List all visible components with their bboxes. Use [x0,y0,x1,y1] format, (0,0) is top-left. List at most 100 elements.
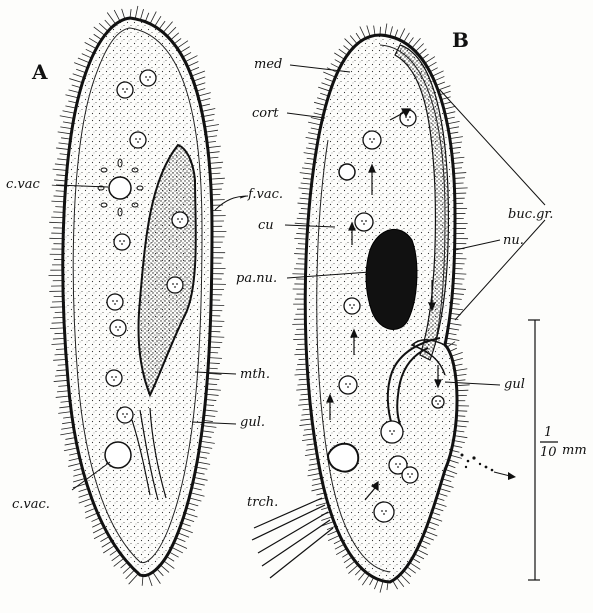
vacuole-granule [395,463,397,465]
cilium [176,538,185,542]
cilium [303,434,314,436]
cilium [425,531,437,536]
trichocysts-b [252,498,333,578]
label-nucleus: nu. [503,234,524,247]
cilium [415,43,423,51]
cilium [53,359,66,360]
vacuole-granule [149,76,151,78]
cilium [85,513,97,518]
food-vacuole [402,467,418,483]
cilium [444,106,456,109]
food-vacuole [130,132,146,148]
food-vacuole [344,298,360,314]
cilium [328,535,339,540]
cilium [85,42,97,48]
cilium [163,22,172,33]
cilium [336,549,346,555]
vacuole-granule [124,416,126,418]
cilium [454,173,467,174]
cilium [321,83,331,87]
cilium [308,468,319,470]
cilium [54,196,65,197]
cilium [452,293,464,294]
cilium [207,379,219,380]
cilium [61,427,73,429]
cilium [350,36,357,44]
vacuole-granule [369,138,371,140]
vacuole-granule [111,376,113,378]
cilium [73,473,83,476]
cilium [434,76,444,80]
cilium [191,493,205,497]
cilium [306,148,316,150]
label-cuticle: cu [258,219,274,232]
cilium [50,328,64,329]
cilium [54,380,68,381]
cilium [126,570,135,579]
cilium [205,125,219,127]
food-vacuole [432,396,444,408]
cilium [362,575,369,585]
cilium [79,488,89,491]
cilium [56,396,70,397]
vacuole-granule [347,386,349,388]
cilium [82,54,92,58]
scale-denominator: 10 [540,446,557,459]
cilium [209,162,223,163]
vacuole-granule [381,510,383,512]
specimen-a [48,6,226,586]
cilium [206,400,217,401]
cilium [59,406,70,407]
cilium [296,249,306,250]
cilium [51,201,64,202]
vacuole-granule [437,403,439,405]
cilium [453,441,464,443]
label-trichocysts: trch. [247,496,278,509]
cilium [188,503,198,506]
cilium [94,27,105,35]
cilium [65,106,76,108]
cilium [302,168,313,170]
cilium [54,180,66,181]
cilium [323,72,335,77]
cilium [433,508,443,511]
cilium [208,152,219,153]
cilium [298,404,310,405]
contractile-vacuole-bottom-b [328,444,358,472]
cilium [56,148,69,150]
cilium [296,389,309,390]
cilium [60,116,74,119]
cilium [299,424,312,426]
label-gullet-b: gul [504,378,525,391]
scale-numerator: 1 [544,426,552,439]
label-contractile-vacuole-a-lower: c.vac. [12,498,50,511]
cilium [192,488,202,490]
cilium [199,452,210,454]
cilium [296,233,307,234]
cilium [300,419,311,420]
cilium [63,111,75,113]
cilium [453,288,466,289]
cilium [209,358,222,359]
cilium [294,354,306,355]
vacuole-granule [115,326,117,328]
cilium [410,563,421,570]
cilium [427,62,436,67]
food-vacuole [355,213,373,231]
cilium [177,41,188,48]
cilium [53,212,64,213]
vacuole-granule [351,307,353,309]
cilium [183,518,194,522]
cilium [400,574,409,583]
cilium [415,554,424,559]
contractile-vacuole-top-a [109,177,131,199]
vacuole-granule [177,218,179,220]
cilium [335,544,344,549]
vacuole-granule [174,286,176,288]
cilium [150,12,156,24]
cilium [298,203,310,204]
cilium [390,26,393,36]
vacuole-granule [179,221,181,223]
cilium [185,513,198,517]
